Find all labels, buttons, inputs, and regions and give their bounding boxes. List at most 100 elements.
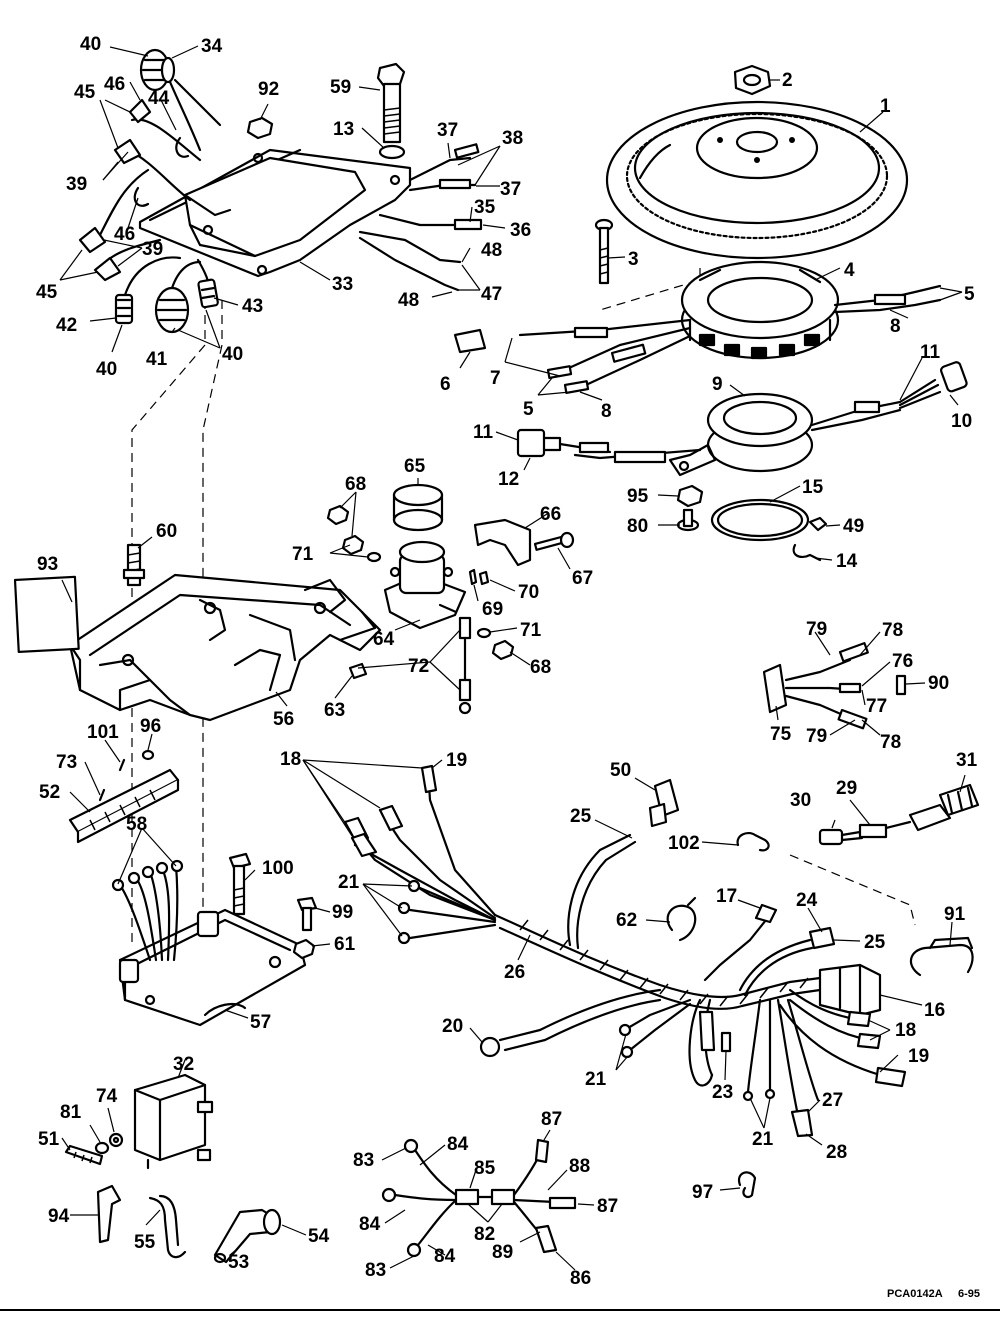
pin-69 <box>468 568 478 586</box>
connectors-40-43 <box>114 278 219 334</box>
svg-text:99: 99 <box>332 902 353 923</box>
svg-text:67: 67 <box>572 568 593 589</box>
callout-49: 14 <box>836 551 858 572</box>
stator-wires <box>453 284 942 394</box>
callout-51: 60 <box>156 521 177 542</box>
callout-121: 84 <box>434 1246 456 1267</box>
svg-text:69: 69 <box>482 599 503 620</box>
callout-73: 50 <box>610 760 631 781</box>
nut-2-hole <box>742 73 762 87</box>
screw-73 <box>98 788 106 802</box>
callout-38: 10 <box>951 411 972 432</box>
svg-text:32: 32 <box>173 1054 194 1075</box>
callout-61: 79 <box>806 619 827 640</box>
callout-107: 83 <box>353 1150 374 1171</box>
grommet-34 <box>139 48 176 92</box>
svg-text:PCA0142A: PCA0142A <box>887 1288 943 1300</box>
callout-100: 74 <box>96 1086 118 1107</box>
svg-text:40: 40 <box>96 359 117 380</box>
clip-94 <box>96 1184 122 1244</box>
svg-text:62: 62 <box>616 910 637 931</box>
terminal-block-52 <box>68 768 180 844</box>
svg-text:6-95: 6-95 <box>958 1288 980 1300</box>
svg-text:42: 42 <box>56 315 77 336</box>
svg-text:95: 95 <box>627 486 649 507</box>
callout-12: 39 <box>66 174 87 195</box>
svg-text:79: 79 <box>806 726 827 747</box>
svg-text:33: 33 <box>332 274 353 295</box>
nut-92 <box>246 116 274 140</box>
callout-33: 7 <box>490 368 501 389</box>
clip-63 <box>348 662 368 680</box>
callout-54: 69 <box>482 599 503 620</box>
svg-text:45: 45 <box>36 282 58 303</box>
svg-text:26: 26 <box>504 962 525 983</box>
callout-14: 46 <box>114 224 135 245</box>
callout-21: 45 <box>36 282 58 303</box>
callout-85: 17 <box>716 886 737 907</box>
screw-3 <box>594 218 614 285</box>
connector-75 <box>762 642 869 730</box>
boot-53-54 <box>213 1208 282 1264</box>
boot-55b <box>158 1194 180 1247</box>
lead-72 <box>458 616 472 715</box>
connector-11-12 <box>516 428 612 458</box>
callout-27: 42 <box>56 315 77 336</box>
svg-text:91: 91 <box>944 904 966 925</box>
callout-42: 95 <box>627 486 649 507</box>
main-harness-26 <box>343 764 907 1138</box>
clip-62 <box>666 904 697 942</box>
callout-78: 30 <box>790 790 811 811</box>
svg-text:27: 27 <box>822 1090 843 1111</box>
svg-text:5: 5 <box>964 284 975 305</box>
callout-9: 1 <box>880 96 891 117</box>
svg-text:72: 72 <box>408 656 429 677</box>
screw-101 <box>118 758 126 772</box>
callout-108: 84 <box>447 1134 469 1155</box>
callout-20: 4 <box>844 260 855 281</box>
callout-105: 28 <box>826 1142 847 1163</box>
svg-text:56: 56 <box>273 709 294 730</box>
callout-104: 21 <box>752 1129 774 1150</box>
sleeve-65 <box>392 483 444 532</box>
svg-text:20: 20 <box>442 1016 463 1037</box>
callout-120: 83 <box>365 1260 386 1281</box>
svg-text:73: 73 <box>56 752 77 773</box>
callout-0: 40 <box>80 34 101 55</box>
callout-26: 5 <box>964 284 975 305</box>
svg-text:9: 9 <box>712 374 723 395</box>
svg-text:40: 40 <box>80 34 101 55</box>
callout-75: 73 <box>56 752 77 773</box>
callout-62: 78 <box>882 620 903 641</box>
callout-35: 5 <box>523 399 534 420</box>
svg-text:44: 44 <box>148 88 170 109</box>
svg-text:83: 83 <box>365 1260 386 1281</box>
boot-55 <box>148 1196 187 1259</box>
svg-text:84: 84 <box>447 1134 469 1155</box>
svg-text:11: 11 <box>920 342 941 363</box>
callout-66: 75 <box>770 724 792 745</box>
svg-text:40: 40 <box>222 344 243 365</box>
callout-67: 79 <box>806 726 827 747</box>
callout-118: 54 <box>308 1226 330 1247</box>
svg-text:23: 23 <box>712 1082 733 1103</box>
svg-text:55: 55 <box>134 1232 156 1253</box>
clip-46 <box>175 136 190 158</box>
svg-text:79: 79 <box>806 619 827 640</box>
solenoid-64 <box>383 540 467 630</box>
callout-31: 8 <box>890 316 901 337</box>
svg-text:21: 21 <box>752 1129 774 1150</box>
svg-text:4: 4 <box>844 260 855 281</box>
svg-text:68: 68 <box>530 657 551 678</box>
callout-88: 91 <box>944 904 966 925</box>
callout-80: 58 <box>126 814 147 835</box>
pin-70 <box>478 570 490 586</box>
svg-text:77: 77 <box>866 696 887 717</box>
svg-text:39: 39 <box>142 239 163 260</box>
callout-43: 15 <box>802 477 824 498</box>
svg-text:71: 71 <box>292 544 314 565</box>
svg-text:78: 78 <box>882 620 903 641</box>
callout-37: 9 <box>712 374 723 395</box>
